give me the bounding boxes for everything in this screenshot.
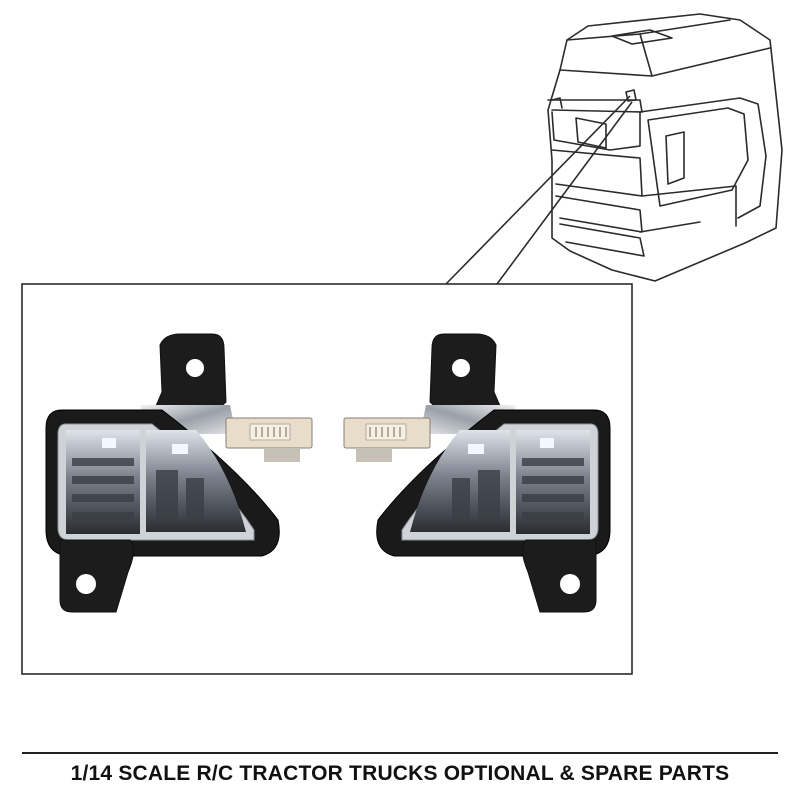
- detail-callout: [21, 95, 633, 675]
- product-caption: 1/14 SCALE R/C TRACTOR TRUCKS OPTIONAL &…: [70, 762, 730, 785]
- right-roof-light-assembly: [343, 333, 611, 613]
- left-roof-light-assembly: [45, 333, 313, 613]
- callout-frame: [21, 283, 633, 675]
- footer-divider: [22, 752, 778, 754]
- truck-cab-drawing: [547, 13, 783, 282]
